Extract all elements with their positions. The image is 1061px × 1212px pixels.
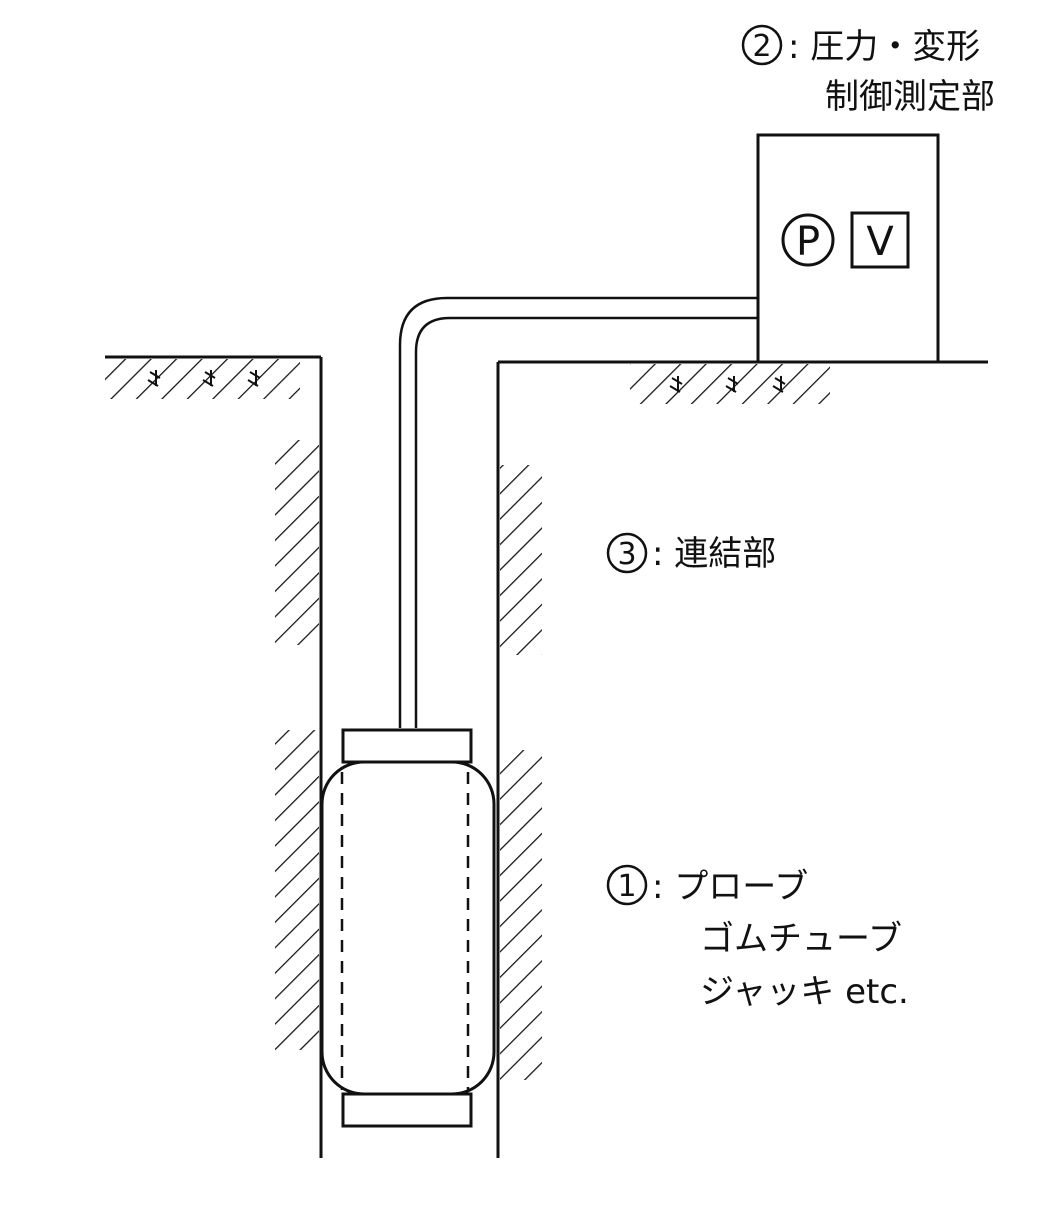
label-probe-line2: ゴムチューブ xyxy=(700,919,902,959)
probe xyxy=(320,728,496,1128)
label-control-line2: 制御測定部 xyxy=(825,77,995,117)
ground-right xyxy=(498,360,988,404)
connection-tube xyxy=(398,296,758,728)
ground-left xyxy=(105,355,321,399)
control-unit: P V xyxy=(756,133,940,364)
soil-symbols-left xyxy=(147,370,261,387)
label-connection-line1: : 連結部 xyxy=(652,534,776,574)
label-control-line1: : 圧力・変形 xyxy=(788,27,980,67)
label-probe-number: 1 xyxy=(617,869,636,904)
pressure-gauge-label: P xyxy=(796,219,820,265)
label-probe-line3: ジャッキ etc. xyxy=(700,972,909,1012)
label-control-number: 2 xyxy=(752,29,771,64)
label-control: 2 : 圧力・変形 制御測定部 xyxy=(741,24,995,117)
wall-hatch-right xyxy=(500,465,542,1080)
label-probe-line1: : プローブ xyxy=(652,867,808,907)
wall-hatch-left xyxy=(275,440,319,1050)
label-probe: 1 : プローブ ゴムチューブ ジャッキ etc. xyxy=(606,864,909,1012)
volume-gauge-label: V xyxy=(866,219,894,265)
label-connection-number: 3 xyxy=(617,537,636,572)
label-connection: 3 : 連結部 xyxy=(606,532,776,574)
